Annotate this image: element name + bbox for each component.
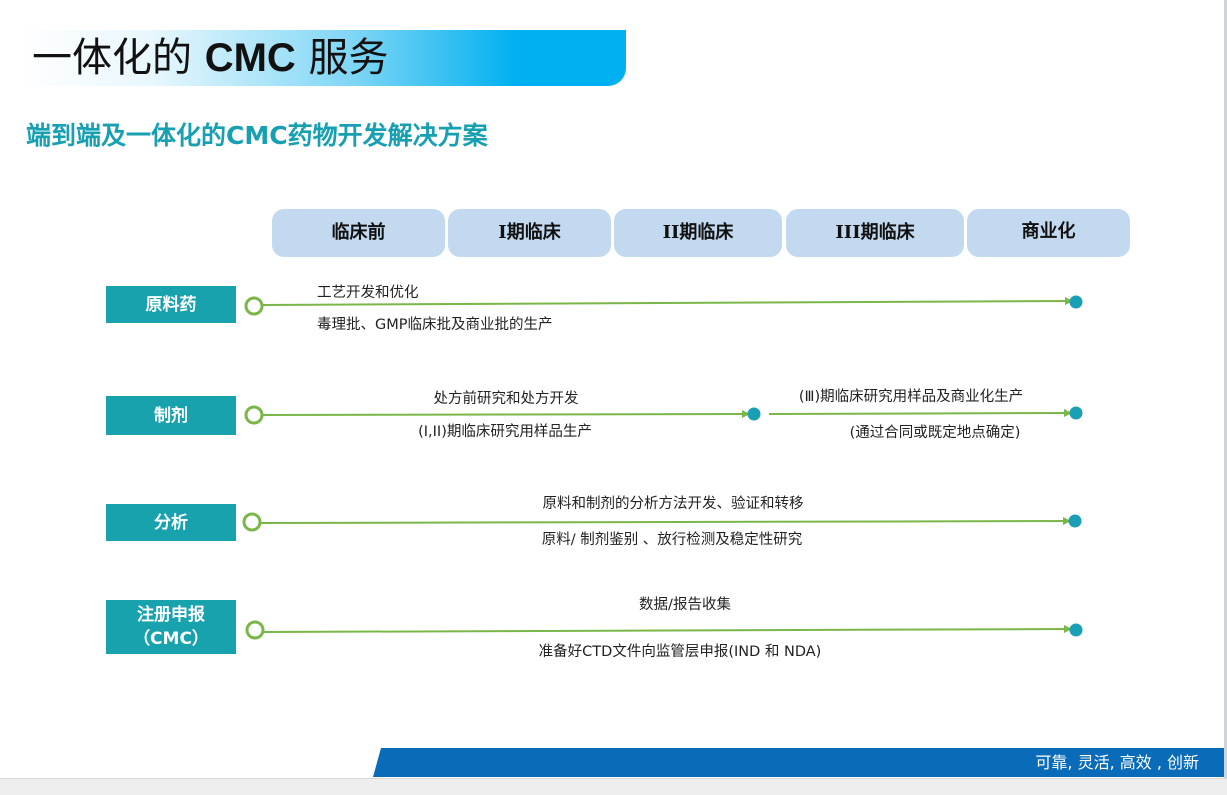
title-latin: CMC	[204, 36, 296, 80]
phase-preclinical: 临床前	[272, 209, 445, 257]
row-label-api: 原料药	[106, 286, 236, 323]
flow-start-node	[244, 296, 264, 316]
title-suffix: 服务	[308, 35, 389, 81]
flow-end-node	[1069, 406, 1083, 420]
phase-2-clinical: II期临床	[614, 209, 782, 257]
phase-1-clinical: I期临床	[448, 209, 611, 257]
title-banner	[18, 30, 626, 86]
flow-start-node	[245, 620, 265, 640]
row-label-formulation: 制剂	[106, 396, 236, 435]
annotation-formulation-dev: 处方前研究和处方开发	[433, 391, 579, 407]
footer-slogan: 可靠, 灵活, 高效 , 创新	[1035, 753, 1199, 772]
annotation-regulatory-filing: 准备好CTD文件向监管层申报(IND 和 NDA)	[538, 644, 822, 660]
annotation-formulation-commercial: (Ⅲ)期临床研究用样品及商业化生产	[798, 389, 1024, 405]
page-subtitle: 端到端及一体化的CMC药物开发解决方案	[26, 121, 488, 150]
row-label-regulatory: 注册申报 （CMC）	[106, 600, 236, 654]
annotation-regulatory-data: 数据/报告收集	[639, 597, 731, 613]
flow-start-node	[244, 405, 264, 425]
footer-band	[373, 748, 1224, 777]
annotation-api-batches: 毒理批、GMP临床批及商业批的生产	[317, 317, 553, 333]
row-label-analysis: 分析	[106, 504, 236, 541]
flow-mid-node	[747, 407, 761, 421]
flow-start-node	[242, 512, 262, 532]
annotation-formulation-early-samples: (I,II)期临床研究用样品生产	[418, 424, 592, 440]
flow-end-node	[1068, 514, 1082, 528]
flow-arrow-regulatory	[245, 620, 1083, 640]
flow-arrow-analysis	[242, 512, 1082, 532]
title-prefix: 一体化的	[32, 35, 192, 81]
flow-arrow-formulation	[244, 405, 1083, 425]
annotation-api-process: 工艺开发和优化	[317, 285, 419, 301]
slide-bottom-strip	[0, 778, 1227, 795]
annotation-analysis-testing: 原料/ 制剂鉴别 、放行检测及稳定性研究	[541, 532, 803, 548]
flow-arrow-api	[244, 295, 1083, 316]
phase-commercial: 商业化	[967, 209, 1130, 257]
slide-right-border	[1224, 0, 1227, 794]
phase-3-clinical: III期临床	[786, 209, 964, 257]
flow-end-node	[1069, 623, 1083, 637]
annotation-formulation-contract: (通过合同或既定地点确定)	[849, 425, 1021, 441]
flow-end-node	[1069, 295, 1083, 309]
page-title: 一体化的 CMC 服务	[32, 32, 389, 84]
annotation-analysis-methods: 原料和制剂的分析方法开发、验证和转移	[542, 496, 804, 512]
